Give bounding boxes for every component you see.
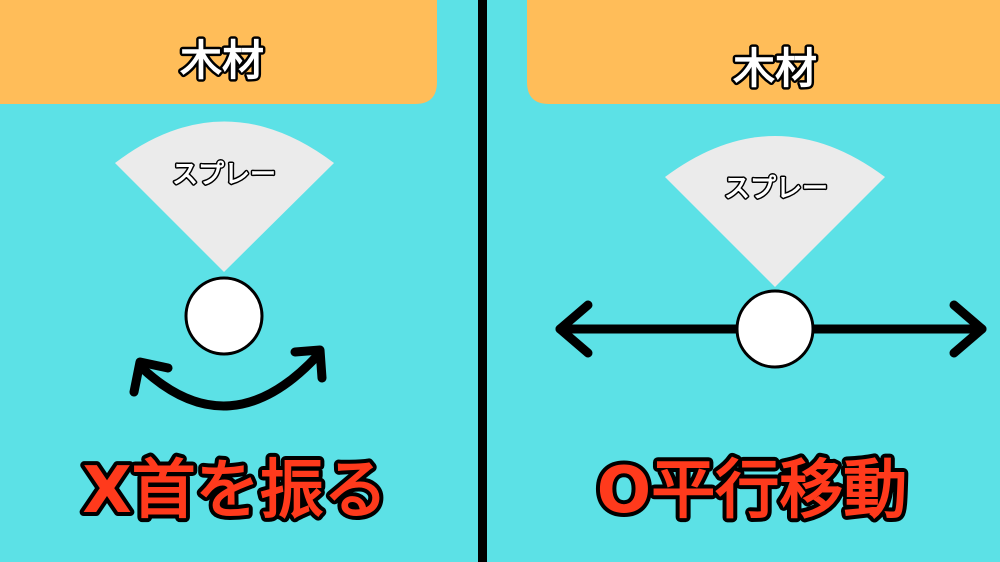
left-spray-label: スプレー [172,160,276,190]
left-spray-nozzle [184,276,264,356]
right-spray-fan [665,136,885,287]
left-caption: X首を振る [82,454,387,528]
right-header-label: 木材 [733,44,817,93]
left-wood-header [0,0,437,104]
left-header-label: 木材 [180,36,264,85]
right-caption: O平行移動 [597,454,907,528]
right-spray-label: スプレー [724,174,828,204]
curved-double-arrow-icon [129,345,327,411]
right-panel: 木材 スプレー O平行移動 [527,0,1000,532]
left-panel: 木材 スプレー X首を振る [0,0,437,532]
left-spray-fan [115,121,334,272]
right-wood-header [527,0,1000,104]
right-spray-nozzle [735,289,815,369]
divider [478,0,487,562]
